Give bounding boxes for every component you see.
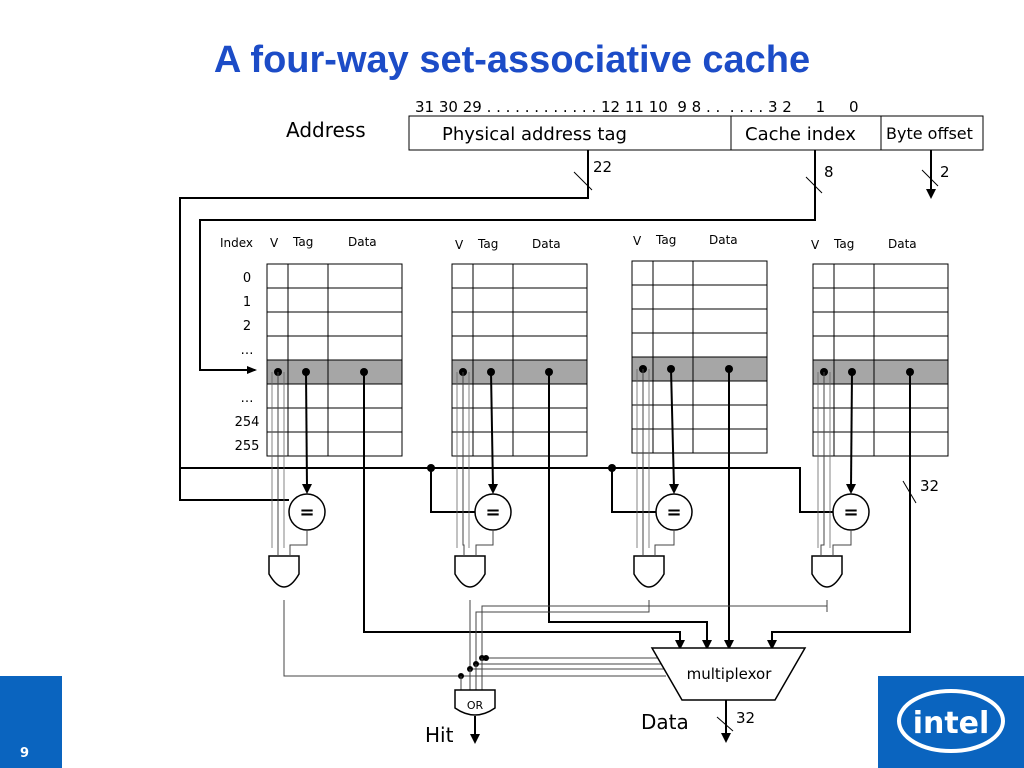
comparator-logic: = = = = — [268, 368, 911, 690]
mux-input-arrow — [675, 640, 685, 650]
cache-ways — [266, 260, 949, 457]
selected-row — [452, 360, 587, 384]
logo-text: intel — [913, 706, 990, 741]
compare-wire — [832, 530, 852, 556]
junction-dot — [483, 655, 489, 661]
tag-arrow — [302, 484, 312, 494]
row-label: 255 — [235, 439, 260, 454]
valid-wire — [820, 372, 825, 556]
tag-header-4: Tag — [833, 237, 854, 251]
tag-wire — [490, 371, 494, 489]
compare-wire — [654, 530, 675, 556]
compare-wire — [289, 530, 308, 556]
offset-width-label: 2 — [940, 163, 950, 181]
intel-logo: intel — [878, 676, 1024, 768]
data-wire-4 — [771, 372, 911, 644]
cache-way-3 — [631, 260, 768, 454]
mux-input-arrow — [702, 640, 712, 650]
tag-arrow — [488, 484, 498, 494]
table-headers: Index V Tag Data V Tag Data V Tag Data V… — [220, 233, 917, 252]
cache-way-1 — [266, 263, 403, 457]
tag-wire — [850, 371, 853, 489]
and-gate — [811, 555, 843, 588]
data-to-mux — [363, 369, 911, 650]
selected-row — [267, 360, 402, 384]
data-width-label: 32 — [920, 477, 939, 495]
selected-row — [813, 360, 948, 384]
valid-wire — [462, 372, 465, 556]
hit-select-wires — [283, 600, 828, 690]
tag-header-1: Tag — [292, 235, 313, 249]
row-label: 2 — [243, 319, 251, 334]
page-number: 9 — [20, 746, 29, 761]
comparator-symbol: = — [485, 502, 500, 523]
tag-arrow — [846, 484, 856, 494]
row-label: … — [241, 391, 254, 406]
comparator-symbol: = — [843, 502, 858, 523]
output-width-label: 32 — [736, 709, 755, 727]
tag-wire — [670, 368, 675, 489]
select-wire-3 — [475, 600, 662, 665]
page-number-block: 9 — [0, 676, 62, 768]
selected-row — [632, 357, 767, 381]
data-header-2: Data — [532, 237, 561, 251]
way-logic-3: = — [633, 368, 693, 588]
mux-input-arrow — [724, 640, 734, 650]
tag-width-label: 22 — [593, 158, 612, 176]
address-bit-positions: 31 30 29 . . . . . . . . . . . . 12 11 1… — [415, 98, 859, 116]
way-logic-1: = — [268, 371, 326, 588]
offset-field-label: Byte offset — [886, 124, 973, 143]
data-header-1: Data — [348, 235, 377, 249]
way-logic-2: = — [454, 371, 512, 588]
and-gate — [454, 555, 486, 588]
tag-arrow — [669, 484, 679, 494]
tag-field-label: Physical address tag — [442, 124, 627, 145]
and-gate — [633, 555, 665, 588]
or-gate: OR — [454, 689, 496, 744]
select-wire-4 — [481, 600, 828, 659]
multiplexor-label: multiplexor — [687, 665, 773, 683]
index-field-label: Cache index — [745, 124, 856, 145]
row-label: 1 — [243, 295, 251, 310]
mux-output — [716, 700, 734, 743]
address-label: Address — [286, 118, 366, 142]
or-gate-label: OR — [467, 699, 484, 712]
data-wire-1 — [363, 372, 681, 644]
index-header: Index — [220, 236, 253, 250]
mux-input-arrow — [767, 640, 777, 650]
v-header-2: V — [455, 238, 464, 252]
data-header-4: Data — [888, 237, 917, 251]
row-label: … — [241, 343, 254, 358]
address-wires — [179, 150, 939, 513]
row-label: 0 — [243, 271, 251, 286]
cache-way-2 — [451, 263, 588, 457]
slide-title: A four-way set-associative cache — [214, 39, 810, 81]
compare-wire — [475, 530, 494, 556]
select-wire-2 — [469, 600, 664, 670]
data-wire-2 — [548, 372, 708, 644]
cache-way-4 — [812, 263, 949, 457]
comparator-symbol: = — [666, 502, 681, 523]
v-header-1: V — [270, 236, 279, 250]
multiplexor: multiplexor — [650, 647, 807, 701]
row-label: 254 — [235, 415, 260, 430]
v-header-4: V — [811, 238, 820, 252]
data-header-3: Data — [709, 233, 738, 247]
tag-wire — [305, 371, 308, 489]
data-output-label: Data — [641, 710, 689, 734]
address-register: Physical address tag Cache index Byte of… — [408, 115, 984, 151]
way-logic-4: = — [811, 371, 870, 588]
index-width-label: 8 — [824, 163, 834, 181]
tag-header-2: Tag — [477, 237, 498, 251]
row-index-labels: 0 1 2 … … 254 255 — [235, 271, 260, 454]
comparator-symbol: = — [299, 502, 314, 523]
and-gate — [268, 555, 300, 588]
select-wire-1 — [283, 600, 666, 677]
tag-header-3: Tag — [655, 233, 676, 247]
v-header-3: V — [633, 234, 642, 248]
hit-label: Hit — [425, 723, 454, 747]
